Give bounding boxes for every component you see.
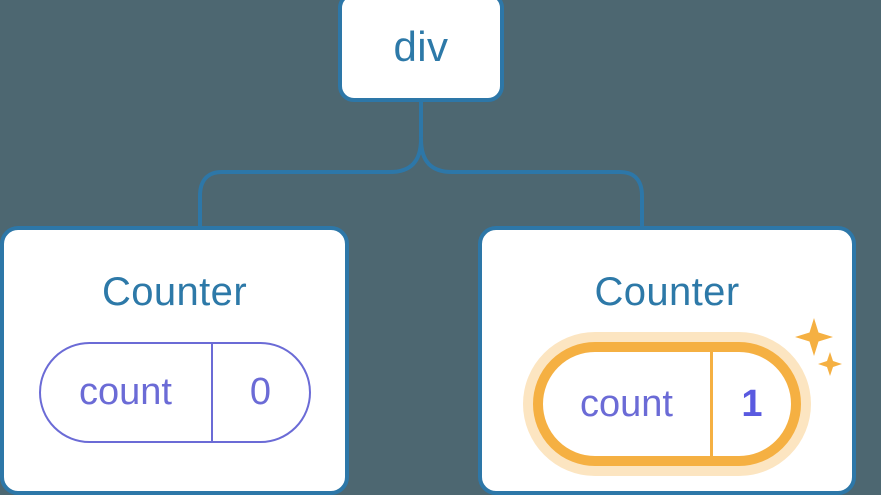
sparkle-small-icon <box>818 352 842 376</box>
node-div[interactable]: div <box>338 0 504 102</box>
sparkle-large-icon <box>795 318 833 356</box>
node-counter-left[interactable]: Counter count 0 <box>0 226 349 495</box>
sparkle-group <box>795 318 842 376</box>
state-pill-wrap-left: count 0 <box>38 342 311 443</box>
node-counter-right-title: Counter <box>594 270 740 314</box>
state-pill-left[interactable]: count 0 <box>38 342 311 443</box>
node-counter-left-title: Counter <box>101 270 248 314</box>
connector-branch-left <box>198 137 423 228</box>
node-counter-right[interactable]: Counter count 1 <box>478 226 856 495</box>
state-pill-right[interactable]: count 1 <box>533 342 801 466</box>
state-value-right: 1 <box>741 382 763 425</box>
state-pill-wrap-right: count 1 <box>533 318 842 466</box>
state-key-right: count <box>543 352 713 456</box>
node-div-label: div <box>393 23 449 70</box>
connector-branch-right <box>419 137 644 228</box>
state-key-left: count <box>41 344 213 441</box>
state-value-left: 0 <box>249 371 272 413</box>
